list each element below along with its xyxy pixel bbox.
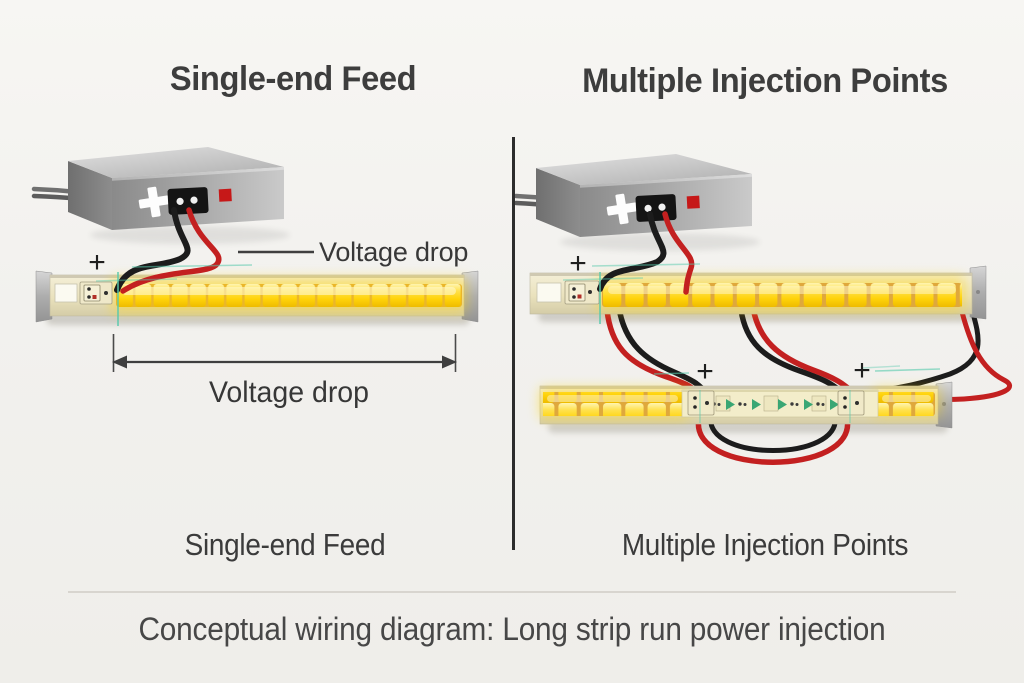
wire-black-psu-left (114, 207, 191, 293)
wire-red-feed-2 (750, 305, 854, 394)
wire-black-feed-3 (867, 307, 981, 395)
polarity-plus-right-top-strip: + (569, 247, 587, 280)
voltage-drop-dimension-label: Voltage drop (208, 376, 370, 409)
injection-connector-2 (837, 390, 865, 416)
strip-connector (564, 280, 600, 305)
left-panel-caption: Single-end Feed (184, 527, 386, 562)
psu-left-shadow (90, 226, 290, 244)
power-supply-right (536, 154, 752, 237)
voltage-drop-dimension-arrow (112, 334, 457, 372)
wire-red-psu-left (120, 207, 222, 294)
polarity-plus-injection-1: + (696, 355, 714, 388)
footer-divider-line (68, 591, 956, 593)
signal-marks (95, 263, 941, 423)
injection-connector-1 (687, 390, 715, 416)
arrowhead-right (442, 355, 457, 369)
solder-pad (536, 282, 562, 303)
wire-black-feed-2 (738, 307, 844, 395)
right-panel-caption: Multiple Injection Points (621, 527, 909, 562)
polarity-plus-left-strip: + (88, 246, 106, 279)
psu-wires-left (114, 207, 222, 294)
wire-red-loop (695, 415, 851, 465)
right-panel-title: Multiple Injection Points (582, 62, 948, 100)
wire-black-loop (708, 413, 838, 453)
wire-black-psu-right (597, 211, 667, 292)
led-strip-right-bottom (539, 381, 953, 429)
solder-pad (54, 283, 78, 303)
wire-black-feed-1 (616, 305, 708, 395)
strip-connector (79, 281, 113, 305)
panel-divider-line (512, 137, 515, 550)
strip-end-cap (35, 270, 53, 323)
left-panel-title: Single-end Feed (169, 60, 417, 98)
wire-red-psu-right (662, 211, 695, 295)
footer-caption: Conceptual wiring diagram: Long strip ru… (138, 611, 886, 647)
arrowhead-left (112, 355, 127, 369)
voltage-drop-callout-label: Voltage drop (319, 237, 469, 267)
psu-wires-right (597, 211, 695, 295)
polarity-plus-injection-2: + (853, 354, 871, 387)
led-strip-right-top (529, 265, 987, 320)
